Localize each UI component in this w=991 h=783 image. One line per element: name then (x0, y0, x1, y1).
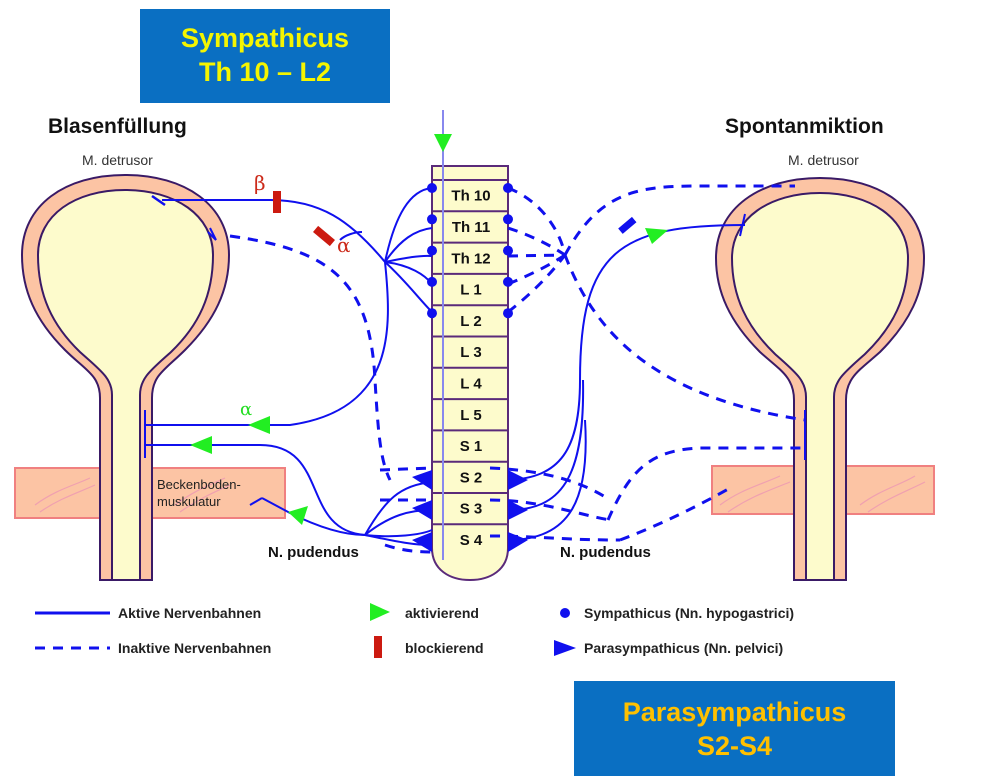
spinal-segment-l2: L 2 (460, 313, 481, 330)
pelvic-floor-label-2: muskulatur (157, 494, 221, 509)
spinal-segment-th10: Th 10 (451, 188, 490, 205)
sympathetic-dot-icon (503, 214, 513, 225)
descending-activating-arrow-icon (434, 134, 452, 152)
spinal-segment-s3: S 3 (460, 501, 483, 518)
left-panel-title: Blasenfüllung (48, 115, 187, 138)
sympathicus-segments: Th 10 – L2 (198, 57, 332, 87)
right-bladder (714, 176, 926, 581)
pelvic-floor-activating-arrow-icon (288, 506, 308, 525)
left-bladder (20, 173, 231, 581)
legend-active-paths: Aktive Nervenbahnen (118, 605, 261, 621)
spinal-segment-th12: Th 12 (451, 250, 490, 267)
sympathetic-dots (427, 183, 513, 319)
pudendus-activating-arrow-icon (190, 436, 212, 454)
left-pudendus-label: N. pudendus (268, 544, 359, 561)
spinal-segment-l4: L 4 (460, 375, 482, 392)
right-pudendus-label: N. pudendus (560, 544, 651, 561)
spinal-segment-s1: S 1 (460, 438, 483, 455)
beta-receptor-label: β (254, 171, 266, 195)
parasympathicus-segments: S2-S4 (696, 731, 773, 761)
sympathetic-dot-icon (427, 214, 437, 225)
right-detrusor-label: M. detrusor (788, 152, 859, 168)
alpha-blocked-receptor-label: α (337, 233, 351, 257)
parasympathicus-title: Parasympathicus (622, 697, 847, 727)
legend: Aktive Nervenbahnen Inaktive Nervenbahne… (35, 603, 794, 658)
legend-parasympathetic-arrow-icon (554, 640, 576, 656)
spinal-segment-th11: Th 11 (452, 219, 490, 236)
pelvic-floor-label-1: Beckenboden- (157, 477, 241, 492)
right-detrusor-activating-arrow-icon (645, 228, 668, 244)
sympathetic-dot-icon (427, 183, 437, 193)
right-panel-title: Spontanmiktion (725, 115, 884, 138)
right-inactive-sympathetic-nerves (507, 184, 806, 542)
legend-blocking-icon (374, 636, 382, 658)
alpha-active-receptor-label: α (240, 399, 252, 420)
parasympathicus-banner: Parasympathicus S2-S4 (574, 681, 895, 776)
legend-parasympathetic: Parasympathicus (Nn. pelvici) (584, 640, 783, 656)
spinal-segment-l3: L 3 (460, 344, 481, 361)
left-detrusor-label: M. detrusor (82, 152, 153, 168)
left-inactive-pelvic-nerve (229, 234, 392, 481)
sympathicus-title: Sympathicus (180, 23, 350, 53)
spinal-segment-l5: L 5 (460, 407, 481, 424)
alpha-activating-arrow-icon (248, 416, 270, 434)
right-parasympathetic-nerves (507, 213, 746, 541)
legend-inactive-paths: Inaktive Nervenbahnen (118, 640, 271, 656)
left-beta-block: β (254, 171, 281, 213)
spinal-segment-s2: S 2 (460, 469, 483, 486)
sympathetic-dot-icon (427, 245, 437, 256)
legend-activating: aktivierend (405, 605, 479, 621)
legend-sympathetic-dot-icon (560, 608, 570, 618)
left-alpha-block: α (313, 225, 363, 257)
spinal-segment-l1: L 1 (460, 282, 481, 299)
right-inactive-block-icon (618, 216, 637, 234)
legend-blocking: blockierend (405, 640, 484, 656)
sympathicus-banner: Sympathicus Th 10 – L2 (140, 9, 390, 103)
sympathetic-dot-icon (427, 308, 437, 319)
sympathetic-dot-icon (503, 245, 513, 256)
sympathetic-dot-icon (427, 276, 437, 287)
legend-sympathetic: Sympathicus (Nn. hypogastrici) (584, 605, 794, 621)
spinal-cord: Th 10 Th 11 Th 12 L 1 L 2 L 3 L 4 L 5 S 1 S 2 S 3 S… (431, 110, 509, 582)
spinal-segment-s4: S 4 (460, 532, 483, 549)
legend-activating-icon (370, 603, 390, 621)
